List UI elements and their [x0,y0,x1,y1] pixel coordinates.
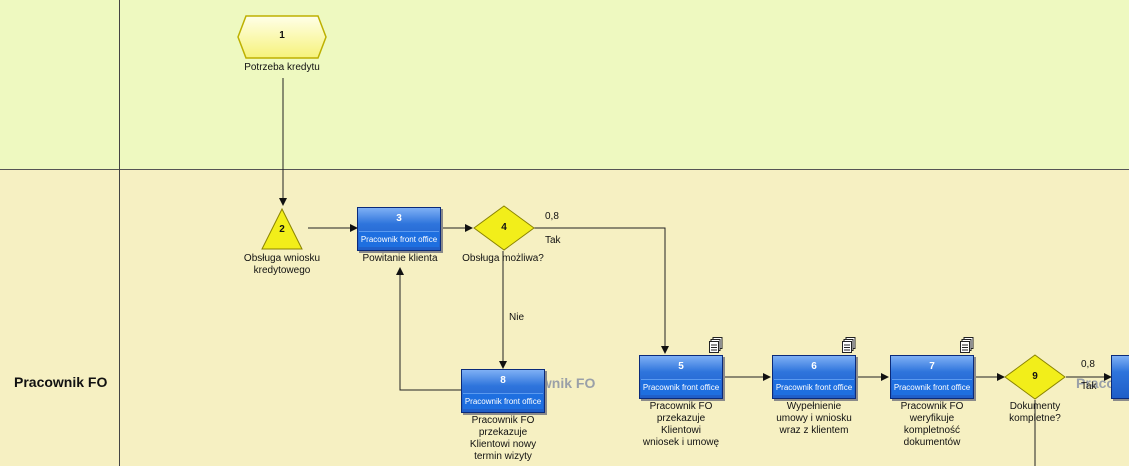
task-3-role: Pracownik front office [359,231,439,247]
task-5-number: 5 [678,361,684,372]
gateway-4-number: 4 [501,222,507,233]
task-3[interactable]: 3 Pracownik front office [357,207,441,251]
gateway-4[interactable]: 4 [473,205,535,251]
event-2-number: 2 [279,224,285,235]
gateway-diamond-shape [473,205,535,251]
edge-4-5 [534,227,669,354]
task-5-label: Pracownik FO przekazuje Klientowi wniose… [642,401,720,448]
lane-header-divider [119,0,120,466]
gateway-9-label: Dokumenty kompletne? [1009,401,1061,424]
lane-title: Pracownik FO [14,374,108,390]
gateway-diamond-shape [1004,354,1066,400]
task-6-label: Wypełnienie umowy i wniosku wraz z klien… [776,401,852,436]
gateway-9[interactable]: 9 [1004,354,1066,400]
task-6[interactable]: 6 Pracownik front office [772,355,856,399]
gateway-4-no-label: Nie [509,312,525,323]
event-1-number: 1 [279,30,285,41]
lane-watermark-text: Pracownik FO [502,375,596,391]
task-next-partial[interactable] [1111,355,1129,399]
document-icon [960,337,974,353]
task-7-label: Pracownik FO weryfikuje kompletność doku… [900,401,964,448]
task-8[interactable]: 8 Pracownik front office [461,369,545,413]
gateway-9-yes-label: Tak [1081,381,1097,392]
event-1[interactable]: 1 [237,15,327,59]
gateway-9-yes-probability: 0,8 [1081,359,1095,370]
swimlane-pracownik-fo [0,170,1129,466]
gateway-4-yes-probability: 0,8 [545,211,559,222]
task-3-label: Powitanie klienta [362,253,438,264]
event-2[interactable]: 2 [260,207,304,251]
task-3-number: 3 [396,213,402,224]
task-6-number: 6 [811,361,817,372]
task-8-number: 8 [500,375,506,386]
event-2-label: Obsługa wniosku kredytowego [243,253,321,276]
event-triangle-shape [261,207,303,250]
task-8-role: Pracownik front office [463,393,543,409]
task-5-role: Pracownik front office [641,379,721,395]
document-icon [709,337,723,353]
task-7-role: Pracownik front office [892,379,972,395]
gateway-4-yes-label: Tak [545,235,561,246]
task-5[interactable]: 5 Pracownik front office [639,355,723,399]
gateway-9-number: 9 [1032,371,1038,382]
swimlane-upper [0,0,1129,170]
event-1-label: Potrzeba kredytu [244,62,320,73]
lane-watermark: Pracownik FO [545,375,595,391]
task-7[interactable]: 7 Pracownik front office [890,355,974,399]
gateway-4-label: Obsługa możliwa? [462,253,544,264]
edge-8-3 [396,267,461,391]
event-hexagon-shape [237,15,327,59]
lane-divider [0,169,1129,170]
task-7-number: 7 [929,361,935,372]
document-icon [842,337,856,353]
task-6-role: Pracownik front office [774,379,854,395]
task-8-label: Pracownik FO przekazuje Klientowi nowy t… [469,415,537,462]
